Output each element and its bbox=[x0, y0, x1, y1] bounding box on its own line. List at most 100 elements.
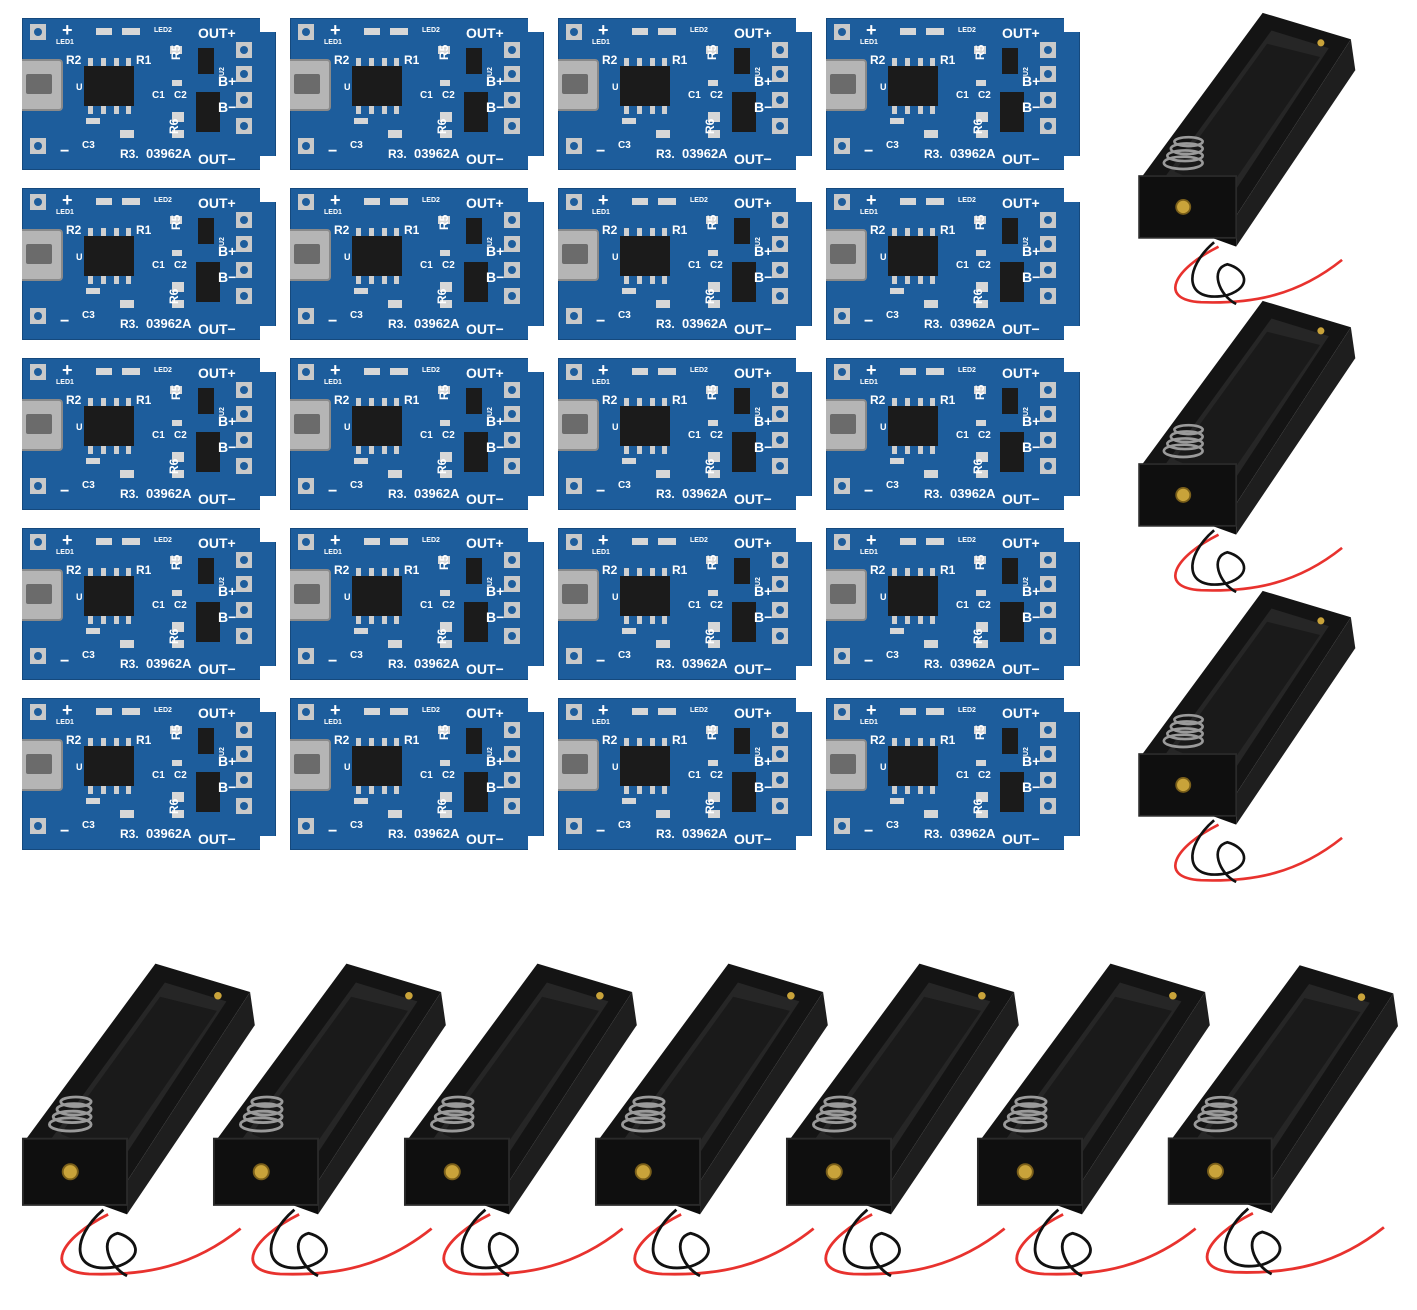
battery-holder bbox=[1150, 950, 1412, 1280]
svg-text:k: k bbox=[530, 22, 536, 32]
svg-text:U: U bbox=[76, 82, 83, 92]
svg-text:B−: B− bbox=[754, 779, 772, 795]
svg-text:U2: U2 bbox=[1023, 747, 1030, 756]
svg-text:R5: R5 bbox=[437, 44, 451, 60]
svg-text:+: + bbox=[330, 530, 341, 550]
svg-text:R6: R6 bbox=[167, 118, 181, 134]
svg-text:R1: R1 bbox=[940, 563, 956, 577]
svg-text:R6: R6 bbox=[167, 798, 181, 814]
svg-text:LED2: LED2 bbox=[154, 707, 172, 714]
svg-text:U2: U2 bbox=[755, 237, 762, 246]
svg-text:U2: U2 bbox=[755, 407, 762, 416]
svg-text:03962A: 03962A bbox=[414, 486, 460, 501]
svg-text:R3.: R3. bbox=[656, 487, 675, 501]
charger-board: + − LED1 LED2 R2 R1 R3. R5 R6 C1 C2 C3 U… bbox=[22, 358, 276, 510]
charger-board: + − LED1 LED2 R2 R1 R3. R5 R6 C1 C2 C3 U… bbox=[558, 18, 812, 170]
svg-text:R5: R5 bbox=[973, 44, 987, 60]
svg-text:C3: C3 bbox=[350, 310, 363, 321]
svg-text:U2: U2 bbox=[1023, 577, 1030, 586]
svg-text:C2: C2 bbox=[174, 770, 187, 781]
charger-board: + − LED1 LED2 R2 R1 R3. R5 R6 C1 C2 C3 U… bbox=[826, 358, 1080, 510]
svg-text:LED2: LED2 bbox=[154, 27, 172, 34]
svg-text:R5: R5 bbox=[437, 724, 451, 740]
svg-text:U: U bbox=[344, 762, 351, 772]
svg-text:LED1: LED1 bbox=[592, 379, 610, 386]
svg-text:+: + bbox=[330, 20, 341, 40]
svg-text:U2: U2 bbox=[219, 407, 226, 416]
svg-text:C1: C1 bbox=[688, 90, 701, 101]
svg-text:C3: C3 bbox=[82, 480, 95, 491]
svg-text:U: U bbox=[344, 82, 351, 92]
svg-text:C2: C2 bbox=[710, 600, 723, 611]
svg-text:B−: B− bbox=[1022, 439, 1040, 455]
svg-text:03962A: 03962A bbox=[682, 656, 728, 671]
svg-text:R5: R5 bbox=[973, 554, 987, 570]
svg-text:C2: C2 bbox=[978, 260, 991, 271]
charger-board-image: + − LED1 LED2 R2 R1 R3. R5 R6 C1 C2 C3 U… bbox=[826, 18, 1080, 170]
svg-text:OUT+: OUT+ bbox=[466, 195, 504, 211]
charger-board: + − LED1 LED2 R2 R1 R3. R5 R6 C1 C2 C3 U… bbox=[22, 698, 276, 850]
svg-text:+: + bbox=[62, 360, 73, 380]
svg-text:OUT−: OUT− bbox=[734, 321, 772, 337]
svg-text:U2: U2 bbox=[487, 747, 494, 756]
svg-text:U: U bbox=[880, 592, 887, 602]
svg-text:U2: U2 bbox=[219, 577, 226, 586]
svg-text:OUT−: OUT− bbox=[466, 491, 504, 507]
svg-text:R3.: R3. bbox=[924, 657, 943, 671]
svg-text:C2: C2 bbox=[978, 770, 991, 781]
svg-text:U: U bbox=[76, 422, 83, 432]
svg-text:R6: R6 bbox=[435, 628, 449, 644]
svg-text:03962A: 03962A bbox=[414, 826, 460, 841]
svg-text:k: k bbox=[798, 362, 804, 372]
svg-text:OUT−: OUT− bbox=[466, 661, 504, 677]
svg-text:R6: R6 bbox=[703, 288, 717, 304]
svg-text:R3.: R3. bbox=[388, 147, 407, 161]
battery-holder-image bbox=[21, 963, 255, 1278]
svg-text:C1: C1 bbox=[956, 600, 969, 611]
svg-text:R3.: R3. bbox=[388, 317, 407, 331]
svg-text:LED1: LED1 bbox=[56, 549, 74, 556]
svg-text:LED1: LED1 bbox=[860, 209, 878, 216]
svg-text:−: − bbox=[864, 823, 873, 840]
svg-text:OUT+: OUT+ bbox=[734, 535, 772, 551]
charger-board: + − LED1 LED2 R2 R1 R3. R5 R6 C1 C2 C3 U… bbox=[22, 18, 276, 170]
svg-text:R3.: R3. bbox=[120, 827, 139, 841]
svg-text:C2: C2 bbox=[978, 90, 991, 101]
svg-text:R1: R1 bbox=[672, 393, 688, 407]
svg-text:R2: R2 bbox=[334, 223, 350, 237]
svg-text:LED2: LED2 bbox=[690, 27, 708, 34]
svg-text:OUT−: OUT− bbox=[466, 151, 504, 167]
svg-text:R5: R5 bbox=[437, 384, 451, 400]
svg-text:k: k bbox=[262, 22, 268, 32]
svg-text:C1: C1 bbox=[152, 770, 165, 781]
svg-text:R2: R2 bbox=[334, 393, 350, 407]
svg-text:B−: B− bbox=[754, 99, 772, 115]
svg-text:B+: B+ bbox=[1022, 753, 1040, 769]
svg-text:03962A: 03962A bbox=[950, 826, 996, 841]
svg-text:U2: U2 bbox=[1023, 407, 1030, 416]
svg-text:k: k bbox=[798, 702, 804, 712]
svg-text:LED1: LED1 bbox=[56, 719, 74, 726]
charger-board-image: + − LED1 LED2 R2 R1 R3. R5 R6 C1 C2 C3 U… bbox=[558, 18, 812, 170]
svg-text:LED1: LED1 bbox=[860, 39, 878, 46]
svg-text:C3: C3 bbox=[82, 310, 95, 321]
svg-text:C1: C1 bbox=[152, 430, 165, 441]
svg-text:U: U bbox=[76, 592, 83, 602]
battery-holder bbox=[768, 950, 1033, 1280]
svg-text:C3: C3 bbox=[350, 480, 363, 491]
svg-text:U2: U2 bbox=[1023, 67, 1030, 76]
svg-text:R1: R1 bbox=[672, 733, 688, 747]
svg-text:R6: R6 bbox=[435, 288, 449, 304]
svg-text:R6: R6 bbox=[971, 458, 985, 474]
svg-text:R3.: R3. bbox=[656, 317, 675, 331]
svg-text:R5: R5 bbox=[973, 384, 987, 400]
battery-holder bbox=[1110, 582, 1380, 884]
svg-text:03962A: 03962A bbox=[950, 486, 996, 501]
svg-text:R3.: R3. bbox=[388, 487, 407, 501]
svg-text:C2: C2 bbox=[710, 90, 723, 101]
charger-board: + − LED1 LED2 R2 R1 R3. R5 R6 C1 C2 C3 U… bbox=[22, 188, 276, 340]
svg-text:C3: C3 bbox=[886, 310, 899, 321]
svg-text:B−: B− bbox=[218, 609, 236, 625]
svg-text:B+: B+ bbox=[218, 583, 236, 599]
svg-text:−: − bbox=[328, 823, 337, 840]
